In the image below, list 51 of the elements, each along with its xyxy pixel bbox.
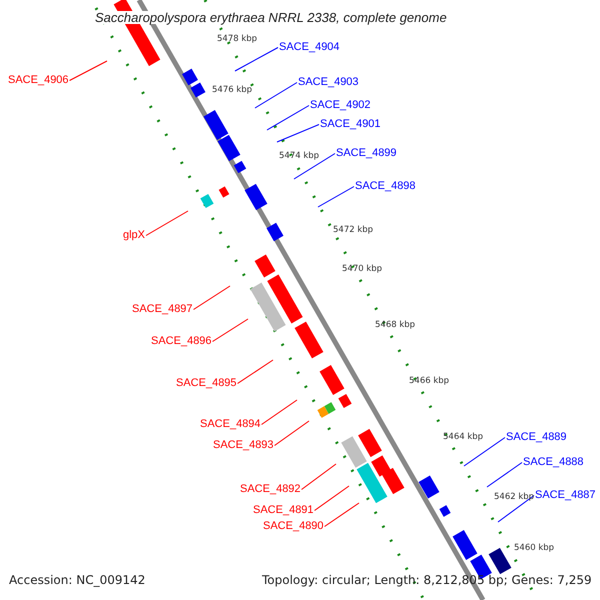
leader-line [193,286,230,310]
gene-label: SACE_4890 [263,520,324,533]
leader-line [261,400,298,425]
leader-line [237,360,274,384]
leader-line [276,124,320,142]
scale-tick-label: 5460 kbp [514,542,554,555]
leader-line [324,502,360,527]
leader-line [294,153,336,180]
gene-label: SACE_4891 [253,504,314,517]
gene-label: SACE_4895 [176,377,237,390]
leader-line [146,210,188,236]
leader-line [318,186,354,208]
scale-tick-label: 5470 kbp [342,263,382,276]
gene-label: SACE_4906 [8,74,69,87]
gene-label: SACE_4894 [200,418,261,431]
leader-line [266,105,310,130]
gene-label: SACE_4899 [336,147,397,160]
leader-line [498,495,534,522]
gene-label: SACE_4887 [535,489,596,502]
scale-tick-label: 5478 kbp [217,33,258,46]
accession-text: Accession: NC_009142 [9,574,146,587]
leader-line [314,486,350,511]
gene-label: SACE_4897 [132,303,193,316]
gene-label: SACE_4904 [279,41,340,54]
gene-label: glpX [123,229,146,242]
genome-summary-text: Topology: circular; Length: 8,212,805 bp; Genes: 7,259 [262,574,592,587]
leader-line [464,437,506,466]
gene-label: SACE_4893 [213,439,274,452]
diagram-title: Saccharopolyspora erythraea NRRL 2338, complete genome [95,11,447,24]
scale-tick-label: 5464 kbp [443,431,484,444]
scale-tick-label: 5468 kbp [375,319,416,332]
gene-label: SACE_4892 [240,483,301,496]
leader-line [254,82,298,108]
leader-line [69,60,108,81]
gene-label: SACE_4903 [298,76,359,89]
gene-label: SACE_4888 [523,456,584,469]
scale-tick-label: 5474 kbp [279,150,320,163]
scale-tick-label: 5472 kbp [333,224,374,237]
leader-line [301,464,336,490]
gene-label: SACE_4902 [310,99,371,112]
leader-line [486,462,522,488]
gene-label: SACE_4901 [320,118,381,131]
leader-line [274,420,310,446]
scale-tick-label: 5462 kbp [494,491,534,504]
leader-line [234,47,278,72]
gene-label: SACE_4896 [151,335,212,348]
scale-tick-label: 5476 kbp [212,84,252,97]
gene-label: SACE_4898 [355,180,416,193]
gene-label: SACE_4889 [506,431,567,444]
scale-tick-label: 5466 kbp [409,375,450,388]
leader-line [212,318,248,342]
